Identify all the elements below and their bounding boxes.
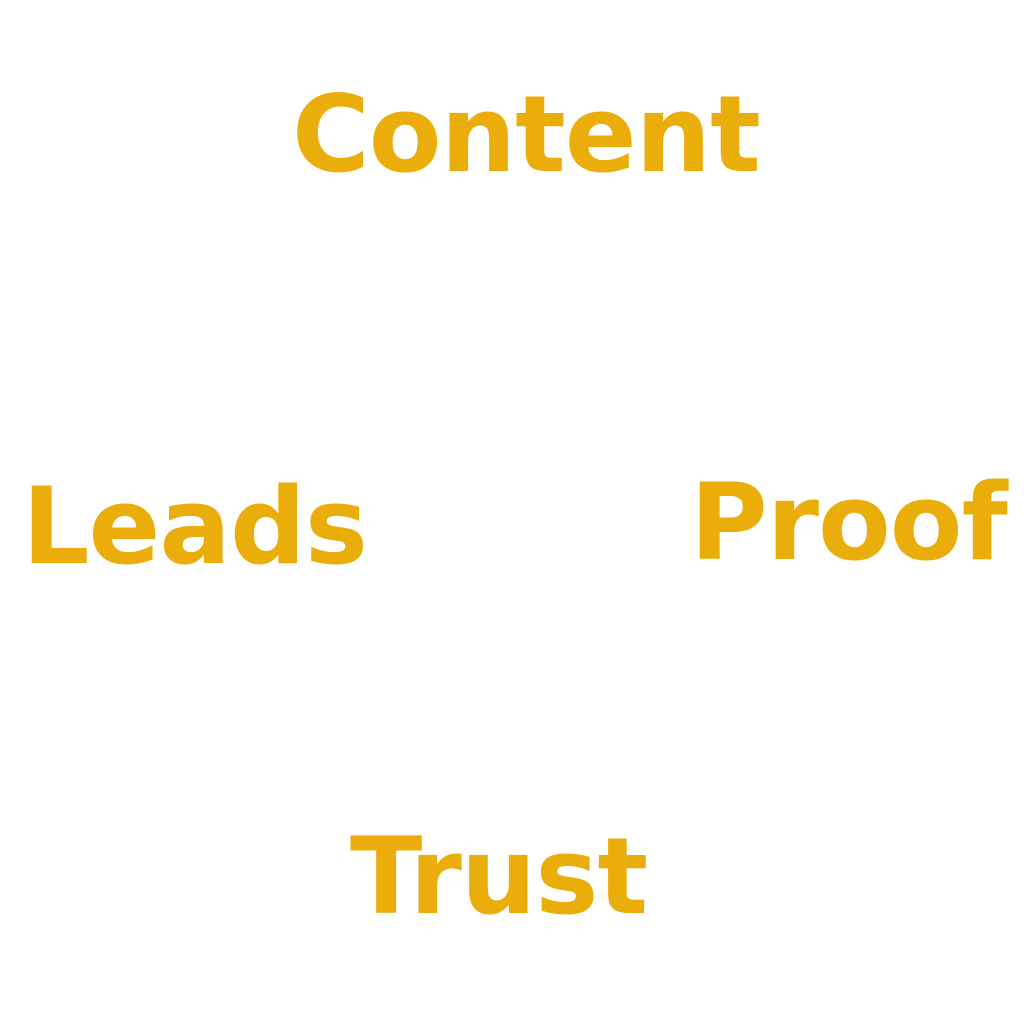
- node-trust: Trust: [350, 815, 648, 938]
- node-proof: Proof: [690, 461, 1008, 584]
- diagram-center: [380, 300, 660, 740]
- node-content: Content: [292, 73, 761, 196]
- node-leads: Leads: [22, 465, 368, 588]
